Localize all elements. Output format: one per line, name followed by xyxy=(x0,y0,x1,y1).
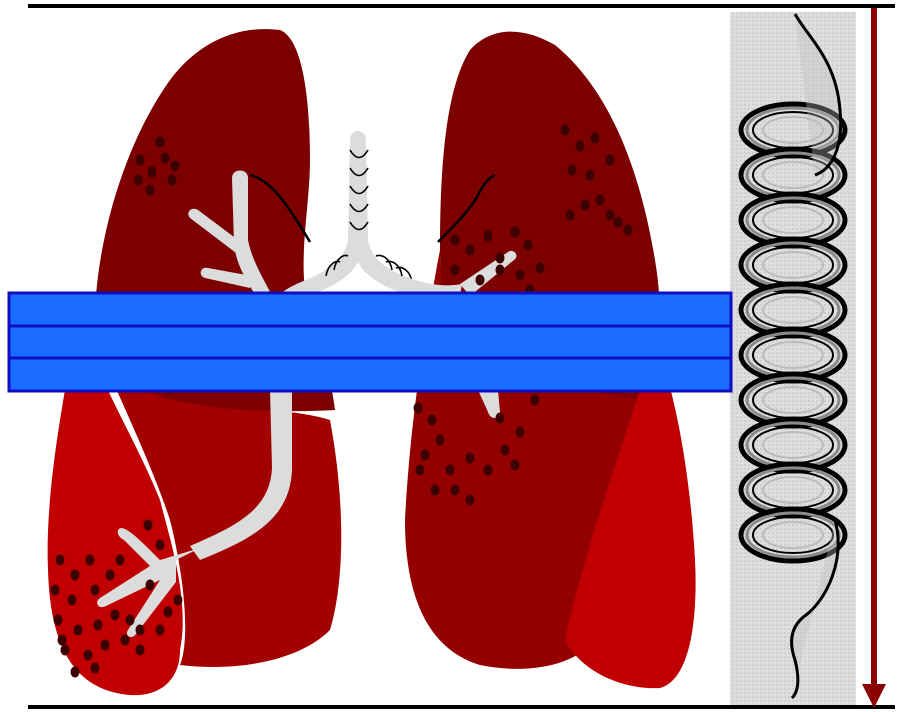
nodule-dot xyxy=(606,210,615,221)
nodule-dot xyxy=(71,667,80,678)
nodule-dot xyxy=(586,170,595,181)
nodule-dot xyxy=(536,263,545,274)
scan-slice-3 xyxy=(9,358,731,391)
nodule-dot xyxy=(136,155,145,166)
nodule-dot xyxy=(156,540,165,551)
nodule-dot xyxy=(146,580,155,591)
arrow-shaft xyxy=(871,8,877,688)
nodule-dot xyxy=(511,460,520,471)
nodule-dot xyxy=(84,650,93,661)
nodule-dot xyxy=(156,625,165,636)
nodule-dot xyxy=(581,200,590,211)
nodule-dot xyxy=(596,195,605,206)
scan-slice-2 xyxy=(9,326,731,358)
scan-direction-arrow xyxy=(862,8,886,708)
nodule-dot xyxy=(111,610,120,621)
nodule-dot xyxy=(591,133,600,144)
nodule-dot xyxy=(496,265,505,276)
nodule-dot xyxy=(101,640,110,651)
nodule-dot xyxy=(61,645,70,656)
arrow-down-icon xyxy=(862,684,886,708)
nodule-dot xyxy=(568,165,577,176)
nodule-dot xyxy=(54,615,63,626)
sinogram-panel xyxy=(730,12,856,705)
nodule-dot xyxy=(168,175,177,186)
nodule-dot xyxy=(71,570,80,581)
nodule-dot xyxy=(56,555,65,566)
nodule-dot xyxy=(68,595,77,606)
nodule-dot xyxy=(136,645,145,656)
nodule-dot xyxy=(51,585,60,596)
nodule-dot xyxy=(106,570,115,581)
nodule-dot xyxy=(501,445,510,456)
nodule-dot xyxy=(496,253,505,264)
nodule-dot xyxy=(126,615,135,626)
nodule-dot xyxy=(624,225,633,236)
nodule-dot xyxy=(566,210,575,221)
nodule-dot xyxy=(144,520,153,531)
nodule-dot xyxy=(156,137,165,148)
nodule-dot xyxy=(451,265,460,276)
nodule-dot xyxy=(524,240,533,251)
nodule-dot xyxy=(164,607,173,618)
nodule-dot xyxy=(614,217,623,228)
nodule-dot xyxy=(431,485,440,496)
bottom-border-line xyxy=(28,705,895,709)
nodule-dot xyxy=(414,403,423,414)
nodule-dot xyxy=(496,413,505,424)
nodule-dot xyxy=(148,167,157,178)
nodule-dot xyxy=(421,450,430,461)
nodule-dot xyxy=(606,155,615,166)
nodule-dot xyxy=(451,485,460,496)
nodule-dot xyxy=(146,185,155,196)
nodule-dot xyxy=(74,625,83,636)
scan-slice-1 xyxy=(9,293,731,326)
nodule-dot xyxy=(416,465,425,476)
nodule-dot xyxy=(466,453,475,464)
nodule-dot xyxy=(174,595,183,606)
nodule-dot xyxy=(511,227,520,238)
nodule-dot xyxy=(436,435,445,446)
nodule-dot xyxy=(484,231,493,242)
nodule-dot xyxy=(531,395,540,406)
top-border-line xyxy=(28,4,895,8)
nodule-dot xyxy=(446,465,455,476)
nodule-dot xyxy=(561,125,570,136)
nodule-dot xyxy=(91,663,100,674)
nodule-dot xyxy=(476,275,485,286)
nodule-dot xyxy=(428,415,437,426)
nodule-dot xyxy=(161,153,170,164)
nodule-dot xyxy=(116,555,125,566)
nodule-dot xyxy=(516,427,525,438)
nodule-dot xyxy=(134,175,143,186)
nodule-dot xyxy=(86,555,95,566)
nodule-dot xyxy=(58,635,67,646)
nodule-dot xyxy=(576,141,585,152)
scan-band xyxy=(9,293,731,391)
nodule-dot xyxy=(484,465,493,476)
nodule-dot xyxy=(516,270,525,281)
nodule-dot xyxy=(171,161,180,172)
nodule-dot xyxy=(121,635,130,646)
nodule-dot xyxy=(466,245,475,256)
nodule-dot xyxy=(136,625,145,636)
nodule-dot xyxy=(91,585,100,596)
nodule-dot xyxy=(451,235,460,246)
nodule-dot xyxy=(94,620,103,631)
nodule-dot xyxy=(466,495,475,506)
